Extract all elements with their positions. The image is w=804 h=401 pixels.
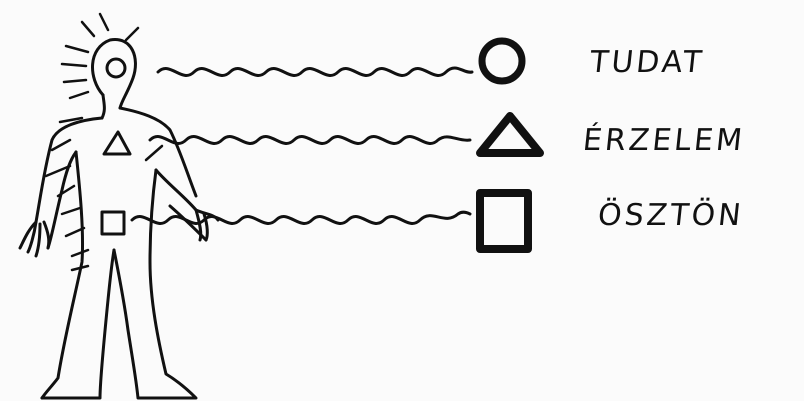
circle-symbol xyxy=(482,41,522,81)
label-oszton: ÖSZTÖN xyxy=(596,198,745,233)
wave-line-emotion xyxy=(150,137,470,144)
wave-line-mind xyxy=(158,68,472,75)
aura-strokes xyxy=(46,14,162,270)
label-erzelem: ÉRZELEM xyxy=(581,123,747,158)
label-tudat: TUDAT xyxy=(588,45,706,80)
triangle-symbol xyxy=(480,116,540,153)
wave-line-instinct xyxy=(132,212,470,223)
square-symbol xyxy=(480,193,528,249)
human-figure xyxy=(20,40,218,398)
